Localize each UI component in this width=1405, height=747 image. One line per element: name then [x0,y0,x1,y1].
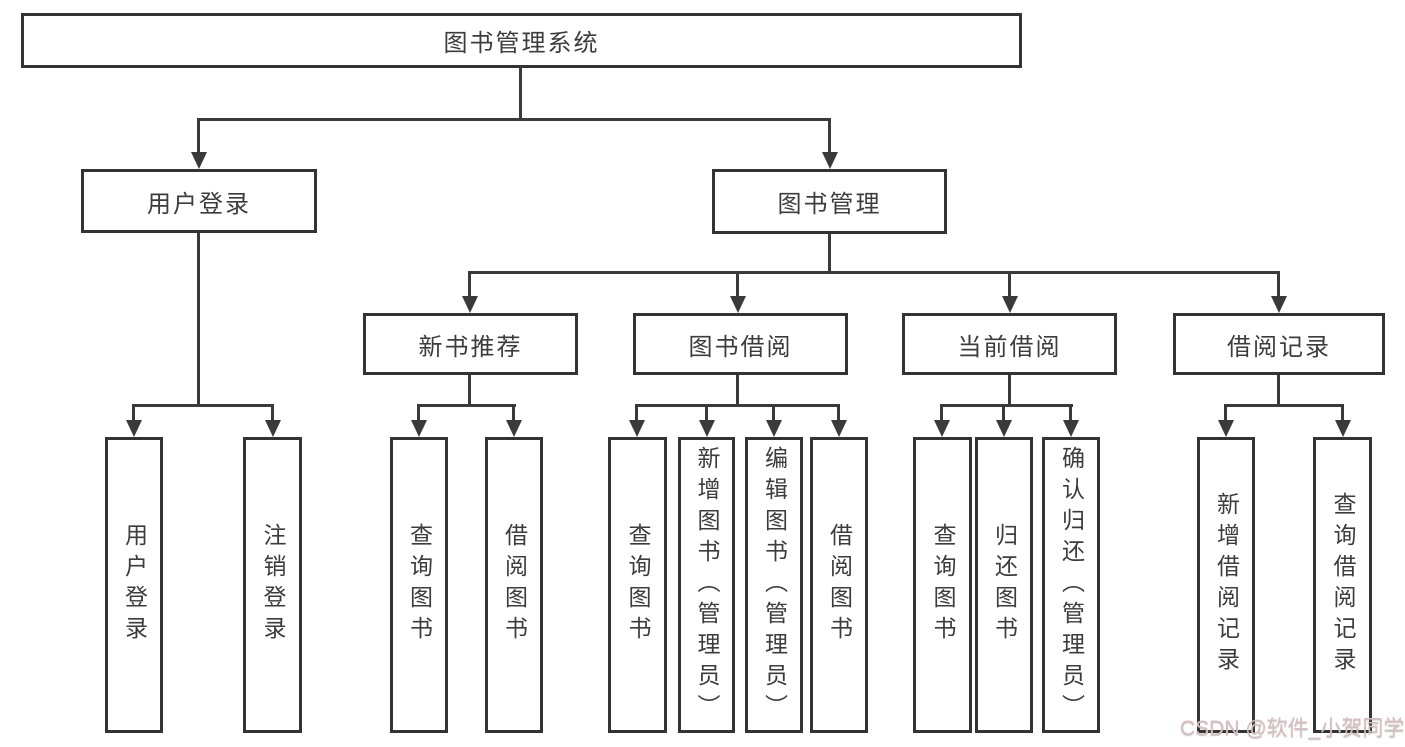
node-root-library-management-system: 图书管理系统 [21,13,1022,68]
connector-leaf-drop [772,404,775,422]
connector-leaf-drop [1341,404,1344,422]
leaf-borrow-books-recommend: 借阅图书 [485,437,543,733]
connector-l3-stem [1008,375,1011,407]
node-book-borrowing: 图书借阅 [633,313,848,375]
arrow-down-icon [996,420,1012,437]
node-label: 查询图书 [625,523,651,647]
node-label: 归还图书 [991,523,1018,647]
arrow-down-icon [1002,296,1018,313]
connector-user-login-stem [197,233,200,407]
node-label: 确认归还（管理员） [1058,445,1085,725]
arrow-down-icon [730,296,746,313]
arrow-down-icon [766,420,782,437]
leaf-confirm-return-admin: 确认归还（管理员） [1042,437,1100,733]
connector-leaf-drop [1224,404,1227,422]
arrow-down-icon [822,152,838,169]
node-current-borrowing: 当前借阅 [902,313,1117,375]
arrow-down-icon [1271,296,1287,313]
node-label: 借阅图书 [826,523,853,647]
leaf-query-books-current: 查询图书 [913,437,972,733]
node-label: 借阅记录 [1227,333,1331,361]
leaf-return-book: 归还图书 [975,437,1033,733]
connector-book-mgmt-drop [828,118,831,156]
arrow-down-icon [126,420,142,437]
connector-leaf-drop [705,404,708,422]
connector-user-login-split [132,404,274,407]
connector-l3-stem [736,375,739,407]
connector-leaf-drop [635,404,638,422]
node-label: 图书管理 [777,191,882,218]
leaf-logout: 注销登录 [243,437,302,733]
connector-book-mgmt-stem [828,234,831,274]
node-label: 图书借阅 [688,333,793,361]
node-label: 查询借阅记录 [1330,492,1356,678]
node-label: 图书管理系统 [443,30,600,57]
node-label: 用户登录 [121,523,148,647]
arrow-down-icon [191,152,207,169]
arrow-down-icon [265,420,281,437]
leaf-add-borrow-record: 新增借阅记录 [1197,437,1255,733]
node-label: 新增图书（管理员） [694,445,720,725]
node-new-book-recommend: 新书推荐 [363,313,578,375]
connector-l3-stem [1277,375,1280,407]
leaf-edit-book-admin: 编辑图书（管理员） [745,437,803,733]
node-label: 新书推荐 [418,333,523,361]
node-label: 编辑图书（管理员） [761,445,788,725]
connector-l3-split [635,404,840,407]
node-label: 查询图书 [406,523,433,647]
leaf-borrow-books: 借阅图书 [810,437,868,733]
connector-level1-horizontal [197,118,831,121]
node-book-management: 图书管理 [712,169,947,234]
arrow-down-icon [1218,420,1234,437]
connector-leaf-drop [512,404,515,422]
arrow-down-icon [699,420,715,437]
arrow-down-icon [934,420,950,437]
node-user-login: 用户登录 [81,169,317,233]
arrow-down-icon [462,296,478,313]
connector-leaf-drop [271,404,274,422]
arrow-down-icon [411,420,427,437]
connector-l3-stem [468,375,471,407]
leaf-query-books-borrowing: 查询图书 [608,437,667,733]
leaf-query-borrow-record: 查询借阅记录 [1313,437,1372,733]
connector-l3-split [417,404,516,407]
node-label: 用户登录 [147,190,251,218]
connector-leaf-drop [417,404,420,422]
connector-l3-drop [1277,271,1280,299]
leaf-query-books-recommend: 查询图书 [390,437,448,733]
connector-l3-split [940,404,1073,407]
connector-l3-drop [1008,271,1011,299]
node-label: 借阅图书 [501,523,528,647]
connector-level2-horizontal [468,271,1280,274]
leaf-user-login: 用户登录 [105,437,163,733]
node-label: 注销登录 [260,523,286,647]
arrow-down-icon [506,420,522,437]
arrow-down-icon [629,420,645,437]
connector-leaf-drop [940,404,943,422]
csdn-watermark: CSDN @软件_小贺同学 [1180,717,1405,740]
leaf-add-book-admin: 新增图书（管理员） [678,437,735,733]
connector-root-stem [519,66,522,120]
node-borrowing-records: 借阅记录 [1173,313,1385,375]
connector-user-login-drop [197,118,200,156]
arrow-down-icon [1335,420,1351,437]
arrow-down-icon [1063,420,1079,437]
connector-leaf-drop [132,404,135,422]
connector-leaf-drop [1069,404,1072,422]
connector-l3-split [1224,404,1344,407]
connector-l3-drop [468,271,471,299]
arrow-down-icon [831,420,847,437]
node-label: 新增借阅记录 [1213,492,1240,678]
connector-l3-drop [736,271,739,299]
node-label: 当前借阅 [957,333,1062,361]
node-label: 查询图书 [930,523,956,647]
connector-leaf-drop [1002,404,1005,422]
connector-leaf-drop [837,404,840,422]
